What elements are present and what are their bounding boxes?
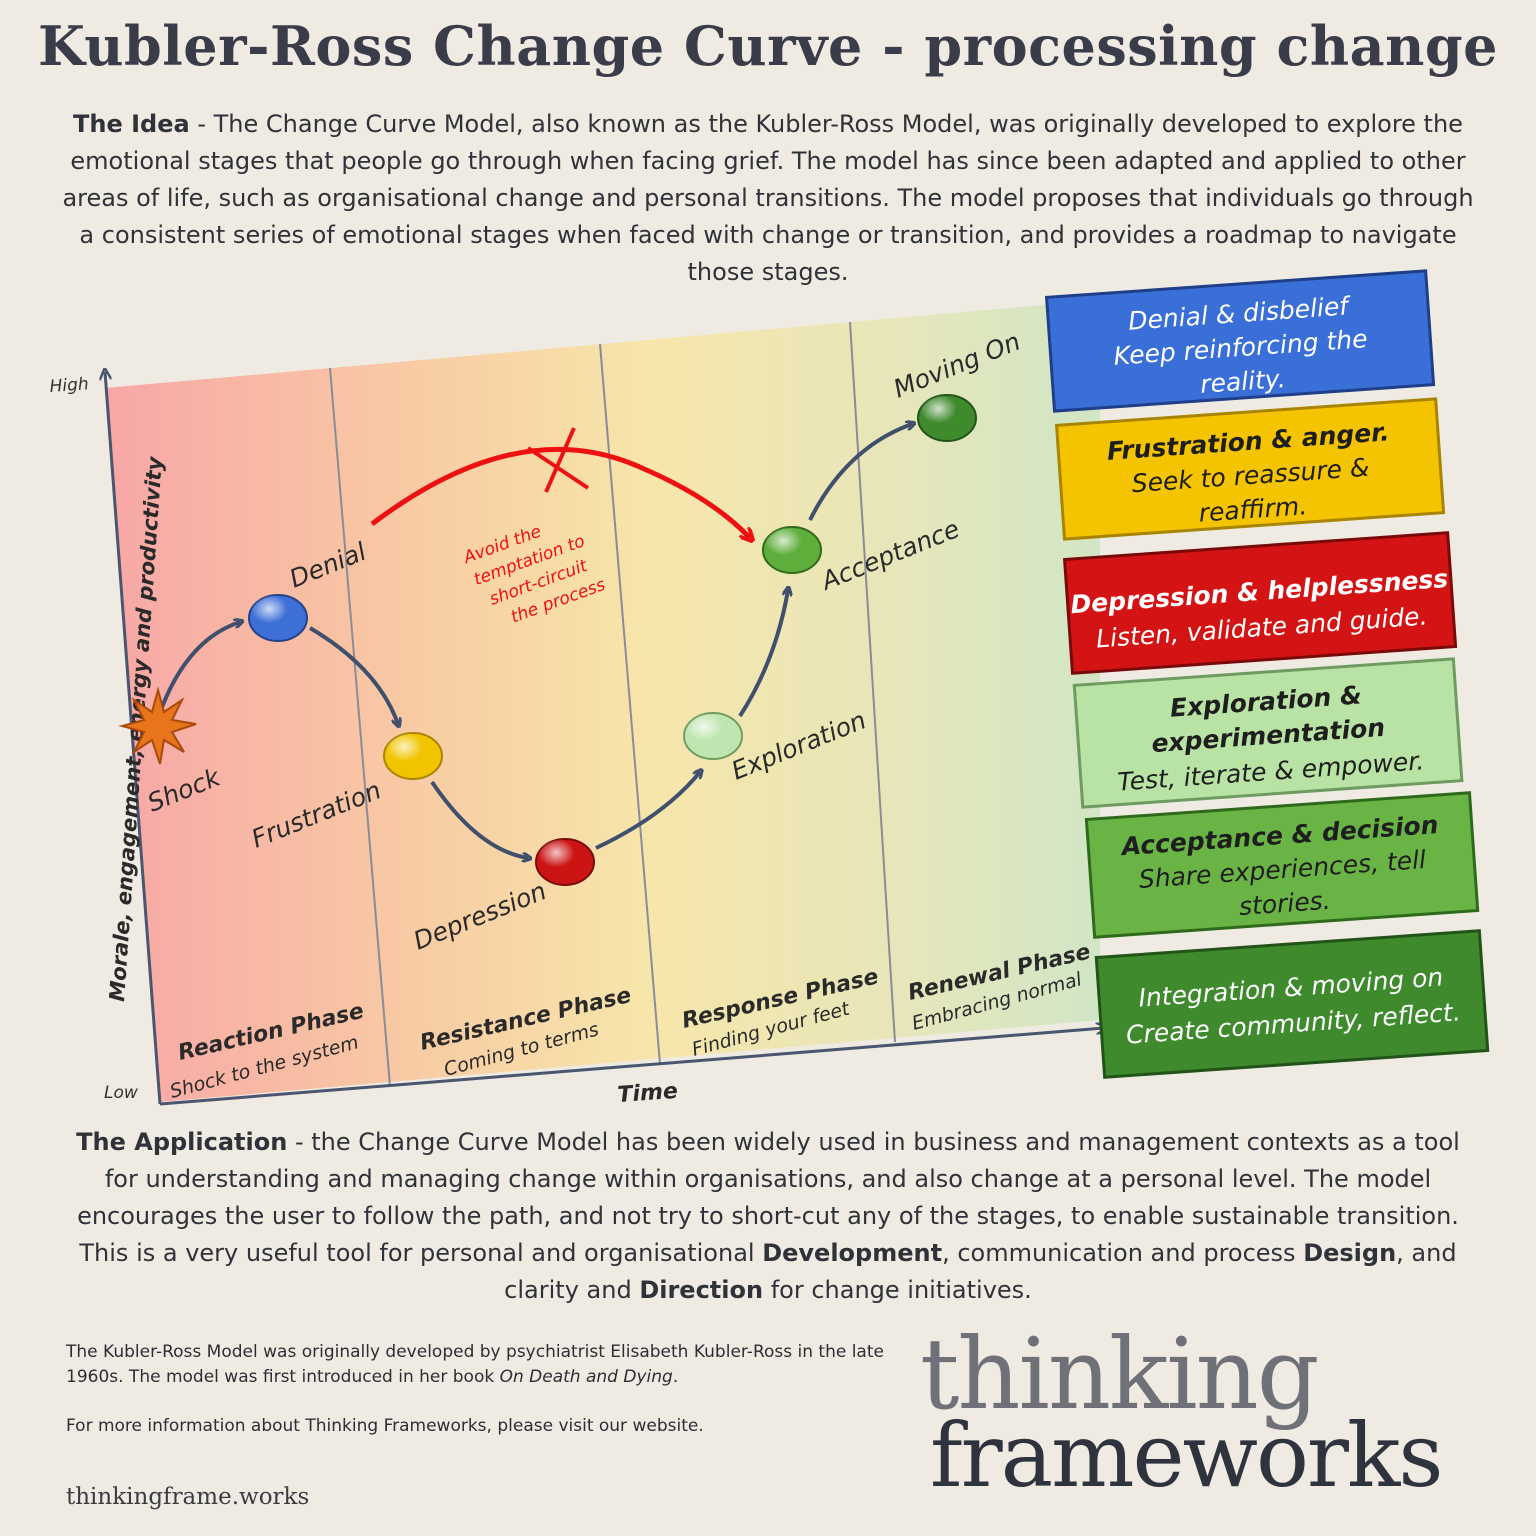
shortcut-arrow xyxy=(370,446,750,538)
application-text: , communication and process xyxy=(942,1239,1304,1267)
curve-arrow xyxy=(738,590,788,718)
idea-text: - The Change Curve Model, also known as … xyxy=(62,110,1474,286)
curve-arrow xyxy=(430,780,528,858)
curve-arrow xyxy=(156,622,240,719)
footnote-text: . xyxy=(672,1367,679,1387)
stage-card: Denial & disbelief Keep reinforcing the … xyxy=(1044,269,1436,413)
application-bold: Development xyxy=(762,1239,943,1267)
application-text: - the Change Curve Model has been widely… xyxy=(77,1128,1460,1267)
card-line: stories. xyxy=(1238,886,1332,921)
card-bg xyxy=(1044,269,1436,413)
card-bg xyxy=(1072,657,1464,809)
diagram-background xyxy=(105,300,1100,1102)
marker-shine xyxy=(384,733,442,779)
card-bg xyxy=(1054,397,1446,541)
application-bold: Direction xyxy=(639,1276,764,1304)
phase-divider xyxy=(849,321,896,1043)
marker-shine xyxy=(763,527,821,573)
logo-thinking: thinking xyxy=(920,1318,1320,1432)
stage-card: Depression & helplessness Listen, valida… xyxy=(1062,531,1458,675)
marker-shine xyxy=(249,595,307,641)
card-bg xyxy=(1084,791,1480,939)
card-line: reality. xyxy=(1199,364,1286,399)
stage-card: Integration & moving on Create community… xyxy=(1094,929,1490,1079)
application-label: The Application xyxy=(76,1128,288,1156)
card-bg xyxy=(1094,929,1490,1079)
idea-label: The Idea xyxy=(73,110,190,138)
application-text: for change initiatives. xyxy=(763,1276,1032,1304)
phase-divider xyxy=(329,367,391,1087)
cross-mark-icon xyxy=(526,427,590,493)
x-axis xyxy=(159,1028,1104,1106)
application-paragraph: The Application - the Change Curve Model… xyxy=(60,1124,1476,1309)
card-bg xyxy=(1062,531,1458,675)
website-link[interactable]: thinkingframe.works xyxy=(66,1484,310,1510)
footnote-text: The Kubler-Ross Model was originally dev… xyxy=(66,1342,884,1387)
shock-starburst-icon xyxy=(118,686,197,765)
stage-card: Acceptance & decision Share experiences,… xyxy=(1084,791,1480,939)
curve-arrow xyxy=(308,626,398,724)
y-axis-high: High xyxy=(49,374,89,397)
footnote-origin: The Kubler-Ross Model was originally dev… xyxy=(66,1340,886,1390)
application-text: , and clarity and xyxy=(504,1239,1457,1304)
footnote-more-info: For more information about Thinking Fram… xyxy=(66,1416,704,1436)
marker-shine xyxy=(684,713,742,759)
marker-shine xyxy=(918,395,976,441)
y-axis xyxy=(105,372,162,1105)
marker-shine xyxy=(536,839,594,885)
x-axis-label: Time xyxy=(617,1079,679,1108)
curve-arrow xyxy=(808,424,912,521)
y-axis-low: Low xyxy=(104,1083,138,1103)
book-title: On Death and Dying xyxy=(499,1367,673,1387)
idea-paragraph: The Idea - The Change Curve Model, also … xyxy=(60,106,1476,291)
application-bold: Design xyxy=(1303,1239,1397,1267)
stage-card: Frustration & anger. Seek to reassure & … xyxy=(1054,397,1446,541)
phase-divider xyxy=(599,343,661,1065)
footnote: The Kubler-Ross Model was originally dev… xyxy=(66,1340,886,1439)
stage-card: Exploration & experimentation Test, iter… xyxy=(1072,657,1464,809)
logo-frameworks: frameworks xyxy=(930,1404,1443,1507)
curve-arrow xyxy=(595,772,700,850)
page-title: Kubler-Ross Change Curve - processing ch… xyxy=(38,14,1498,78)
